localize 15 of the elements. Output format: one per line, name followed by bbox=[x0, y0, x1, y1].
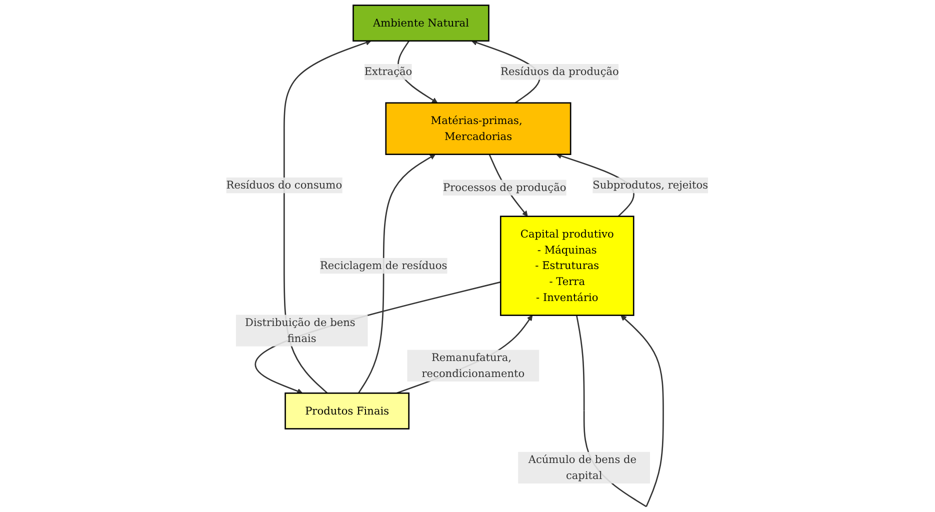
edge-label: Resíduos do consumo bbox=[226, 178, 342, 192]
edge-label: Processos de produção bbox=[443, 181, 567, 194]
edge-label: Acúmulo de bens de capital bbox=[528, 453, 637, 482]
edge-label: Extração bbox=[364, 65, 412, 78]
node-box: Matérias-primas, Mercadorias bbox=[386, 102, 572, 156]
node-box: Ambiente Natural bbox=[352, 4, 490, 42]
edge-label: Resíduos da produção bbox=[500, 65, 620, 78]
edge-label: Remanufatura, recondicionamento bbox=[422, 351, 525, 380]
edge-label: Reciclagem de resíduos bbox=[320, 259, 448, 272]
edge-label: Distribuição de bens finais bbox=[245, 316, 356, 344]
arrow bbox=[284, 40, 372, 394]
node-box: Capital produtivo - Máquinas - Estruturas - Terra - Inventário bbox=[500, 216, 635, 316]
edge-label: Subprodutos, rejeitos bbox=[592, 178, 708, 192]
node-box: Produtos Finais bbox=[284, 392, 410, 430]
arrow bbox=[358, 154, 436, 394]
